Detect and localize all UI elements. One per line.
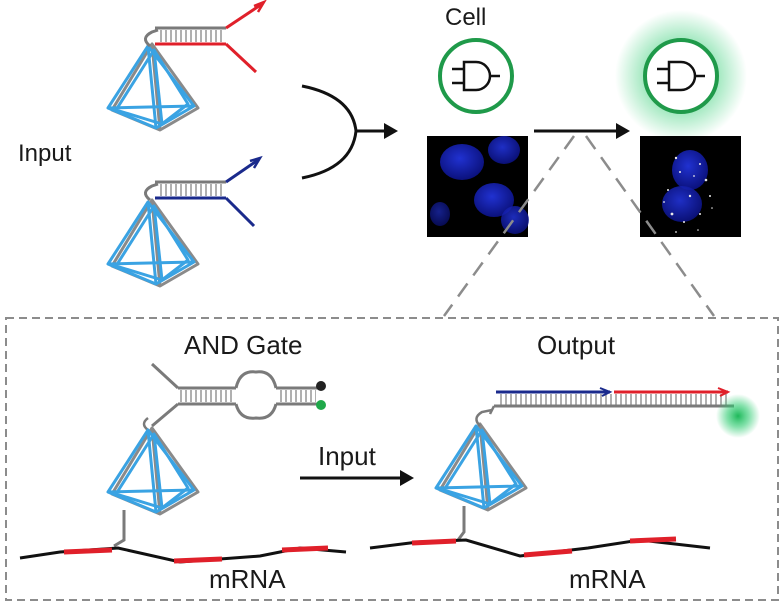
merge-arrow <box>301 84 388 180</box>
mrna-left <box>19 545 347 564</box>
input-probe-red <box>106 0 267 132</box>
and-gate-icon <box>657 60 705 92</box>
quencher-dot <box>316 381 326 391</box>
input-arrow-head <box>400 470 414 486</box>
fluorophore-dot <box>316 400 326 410</box>
merge-arrow-head <box>384 123 398 139</box>
input-label-middle: Input <box>318 441 376 471</box>
mrna-right <box>369 536 711 558</box>
output-glow-dot <box>716 394 760 438</box>
output-label: Output <box>537 330 616 360</box>
mrna-label-left: mRNA <box>209 564 286 594</box>
cell-circle-left <box>438 38 514 114</box>
and-gate-probe <box>106 362 326 548</box>
zoom-lines <box>442 135 716 317</box>
input-label-left: Input <box>18 140 72 167</box>
microscopy-image-after <box>640 136 741 237</box>
cell-circle-right <box>643 38 719 114</box>
and-gate-label: AND Gate <box>184 330 303 360</box>
cell-label: Cell <box>445 4 487 31</box>
mrna-label-right: mRNA <box>569 564 646 594</box>
detail-panel <box>5 317 779 601</box>
and-gate-icon <box>452 60 500 92</box>
microscopy-image-before <box>427 136 529 237</box>
output-probe <box>434 387 760 541</box>
input-probe-blue <box>106 155 263 288</box>
output-arrow-head <box>616 123 630 139</box>
